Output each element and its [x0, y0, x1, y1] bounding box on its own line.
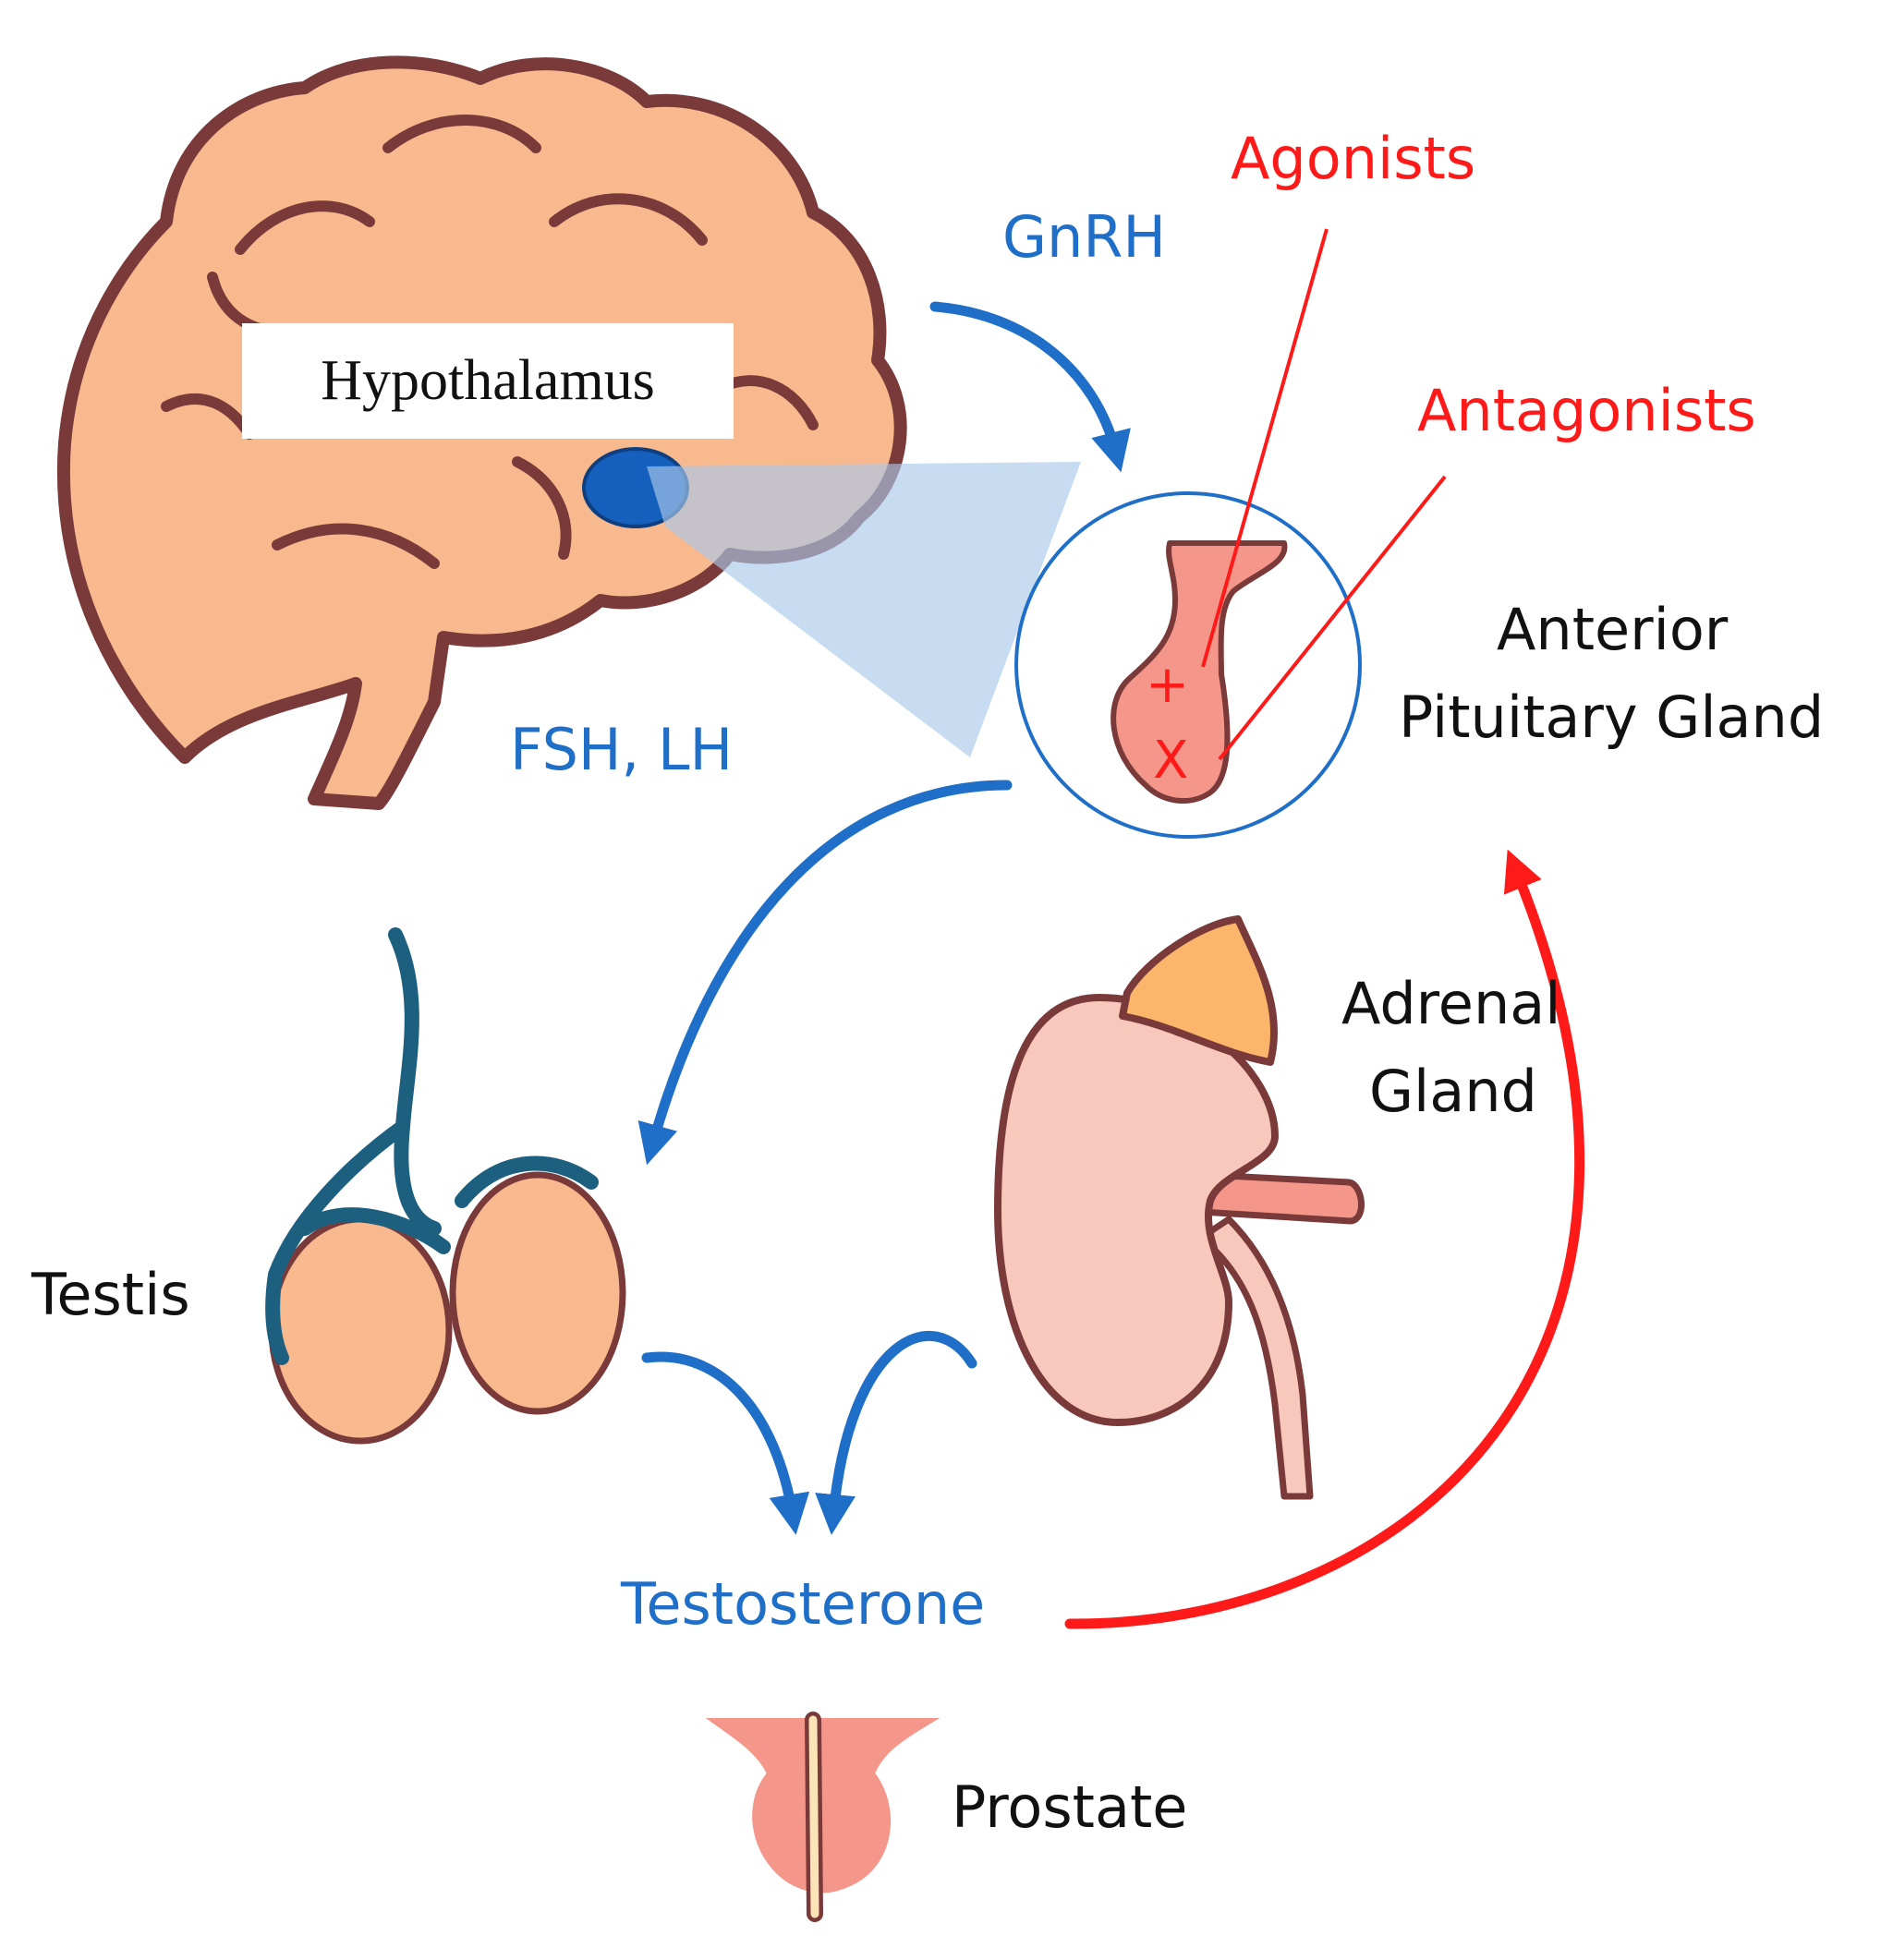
- prostate-icon: [705, 1712, 940, 1922]
- hypothalamus-label: Hypothalamus: [242, 323, 734, 439]
- testosterone-label: Testosterone: [621, 1570, 986, 1638]
- testis-label: Testis: [31, 1261, 190, 1328]
- agonists-label: Agonists: [1231, 125, 1476, 192]
- testis-to-testosterone-arrow: [641, 1351, 810, 1535]
- adrenal-label-line1: Adrenal: [1341, 970, 1561, 1037]
- agonists-pointer: [1201, 228, 1329, 668]
- fsh-lh-label: FSH, LH: [510, 716, 734, 783]
- gnrh-label: GnRH: [1002, 203, 1167, 271]
- adrenal-label-line2: Gland: [1369, 1058, 1537, 1125]
- zoom-wedge: [647, 462, 1081, 757]
- feedback-arrow: [1064, 849, 1585, 1629]
- plus-mark: +: [1146, 655, 1189, 715]
- pituitary-gland-icon: [1110, 540, 1288, 804]
- fsh-lh-arrow: [637, 780, 1013, 1166]
- testis-icon: [265, 927, 626, 1445]
- adrenal-to-testosterone-arrow: [815, 1330, 977, 1535]
- anterior-label-line1: Anterior: [1497, 596, 1729, 663]
- prostate-label: Prostate: [952, 1773, 1188, 1841]
- kidney-adrenal-icon: [994, 915, 1365, 1500]
- pituitary-circle: [1014, 491, 1362, 839]
- anterior-label-line2: Pituitary Gland: [1399, 684, 1825, 751]
- antagonists-pointer: [1218, 475, 1447, 761]
- x-mark: X: [1153, 731, 1189, 791]
- antagonists-label: Antagonists: [1417, 377, 1756, 444]
- gnrh-arrow: [929, 301, 1131, 473]
